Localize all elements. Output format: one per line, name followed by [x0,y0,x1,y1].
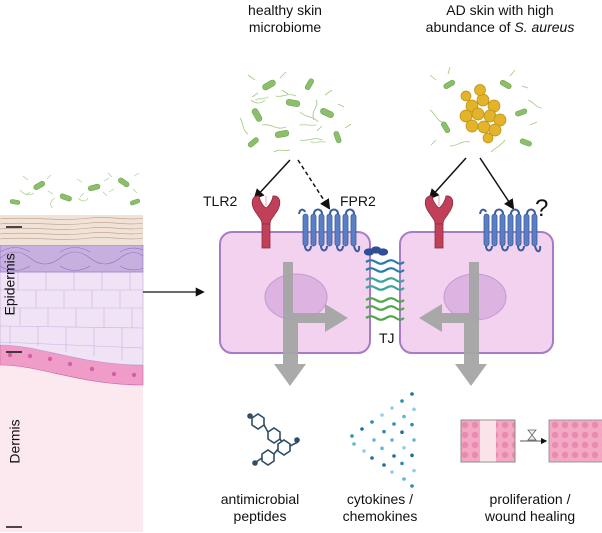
antimicrobial-peptides-caption: antimicrobial peptides [200,491,320,525]
staph-cluster-icon [459,84,507,144]
epidermis-label: Epidermis [1,253,18,316]
healthy-heading-line1: healthy skin [248,2,322,18]
cyto-line1: cytokines / [346,491,414,507]
species-name: S. aureus [514,19,575,35]
arrow-to-tlr2-ad [428,157,467,200]
tight-junction-label: TJ [379,330,395,346]
prolif-line1: proliferation / [489,491,571,507]
ad-microbiome-heading: AD skin with high abundance of S. aureus [405,2,595,36]
cytokine-dots-icon [350,392,416,488]
granular-layer [0,244,144,273]
layer-ruler [6,226,22,528]
arrow-to-tlr2-healthy [253,159,291,200]
unknown-receptor-label: ? [535,195,549,222]
wound-assay-icon [460,419,602,463]
fpr2-label: FPR2 [340,193,376,209]
signaling-arrows [274,262,487,386]
ad-heading-line1: AD skin with high [446,2,554,18]
peptide-icon [247,413,300,466]
healthy-heading-line2: microbiome [248,19,322,35]
timer-icon [527,429,537,441]
amp-line1: antimicrobial [220,491,300,507]
cytokines-caption: cytokines / chemokines [325,491,435,525]
tlr2-label: TLR2 [203,193,238,209]
skin-cross-section [0,172,144,532]
ad-heading-line2: abundance of S. aureus [405,19,595,36]
stratum-corneum [0,215,143,245]
tlr2-receptor-icon [251,195,281,249]
proliferation-caption: proliferation / wound healing [470,491,590,525]
arrow-to-fpr2-healthy [297,159,331,210]
dermis-label: Dermis [6,419,23,464]
fpr2-receptor-icon [298,208,361,253]
ad-microbiome-bacteria-icon [429,66,543,153]
healthy-microbiome-heading: healthy skin microbiome [215,2,355,36]
ad-heading-text: abundance of [425,19,515,35]
fpr2-receptor-icon [479,208,542,253]
prolif-line2: wound healing [484,508,576,524]
healthy-microbiome-bacteria-icon [239,71,352,153]
tlr2-receptor-icon [424,195,454,249]
cyto-line2: chemokines [342,508,418,524]
amp-line2: peptides [233,508,287,524]
arrow-to-fpr2-ad [479,157,515,210]
surface-bacteria-icon [9,172,141,209]
tight-junction-icon [363,246,405,321]
